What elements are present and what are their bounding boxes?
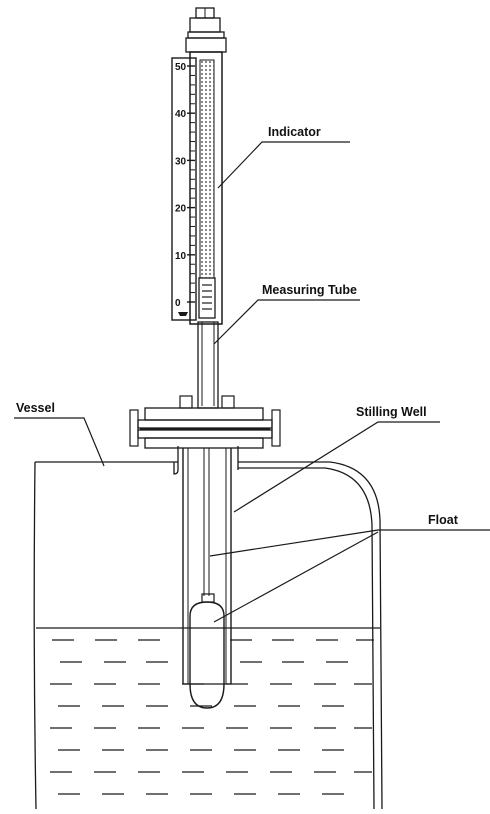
flange-assembly <box>129 395 281 475</box>
tick-label: 0 <box>175 298 181 309</box>
liquid-hatching <box>50 639 374 795</box>
stilling-well <box>182 448 232 685</box>
label-stilling-well: Stilling Well <box>356 405 427 419</box>
label-float: Float <box>428 513 459 527</box>
measuring-tube <box>197 321 219 409</box>
label-indicator: Indicator <box>268 125 321 139</box>
float-body <box>189 601 225 709</box>
tick-label: 40 <box>175 109 187 120</box>
zero-mark-icon <box>178 312 188 316</box>
scale-ticks <box>187 65 195 303</box>
tick-label: 50 <box>175 62 187 73</box>
indicator-column: 50 40 30 20 10 0 <box>171 7 227 325</box>
vessel <box>33 461 383 810</box>
flag-tube-dotted <box>199 59 215 279</box>
tick-label: 20 <box>175 204 187 215</box>
leader-lines <box>14 141 490 623</box>
label-vessel: Vessel <box>16 401 55 415</box>
magnetic-follower <box>198 277 216 319</box>
float <box>189 448 225 709</box>
tick-label: 10 <box>175 251 187 262</box>
label-measuring-tube: Measuring Tube <box>262 283 357 297</box>
scale-plate <box>171 57 197 321</box>
scale-tick-labels: 50 40 30 20 10 0 <box>175 62 187 309</box>
tick-label: 30 <box>175 156 187 167</box>
